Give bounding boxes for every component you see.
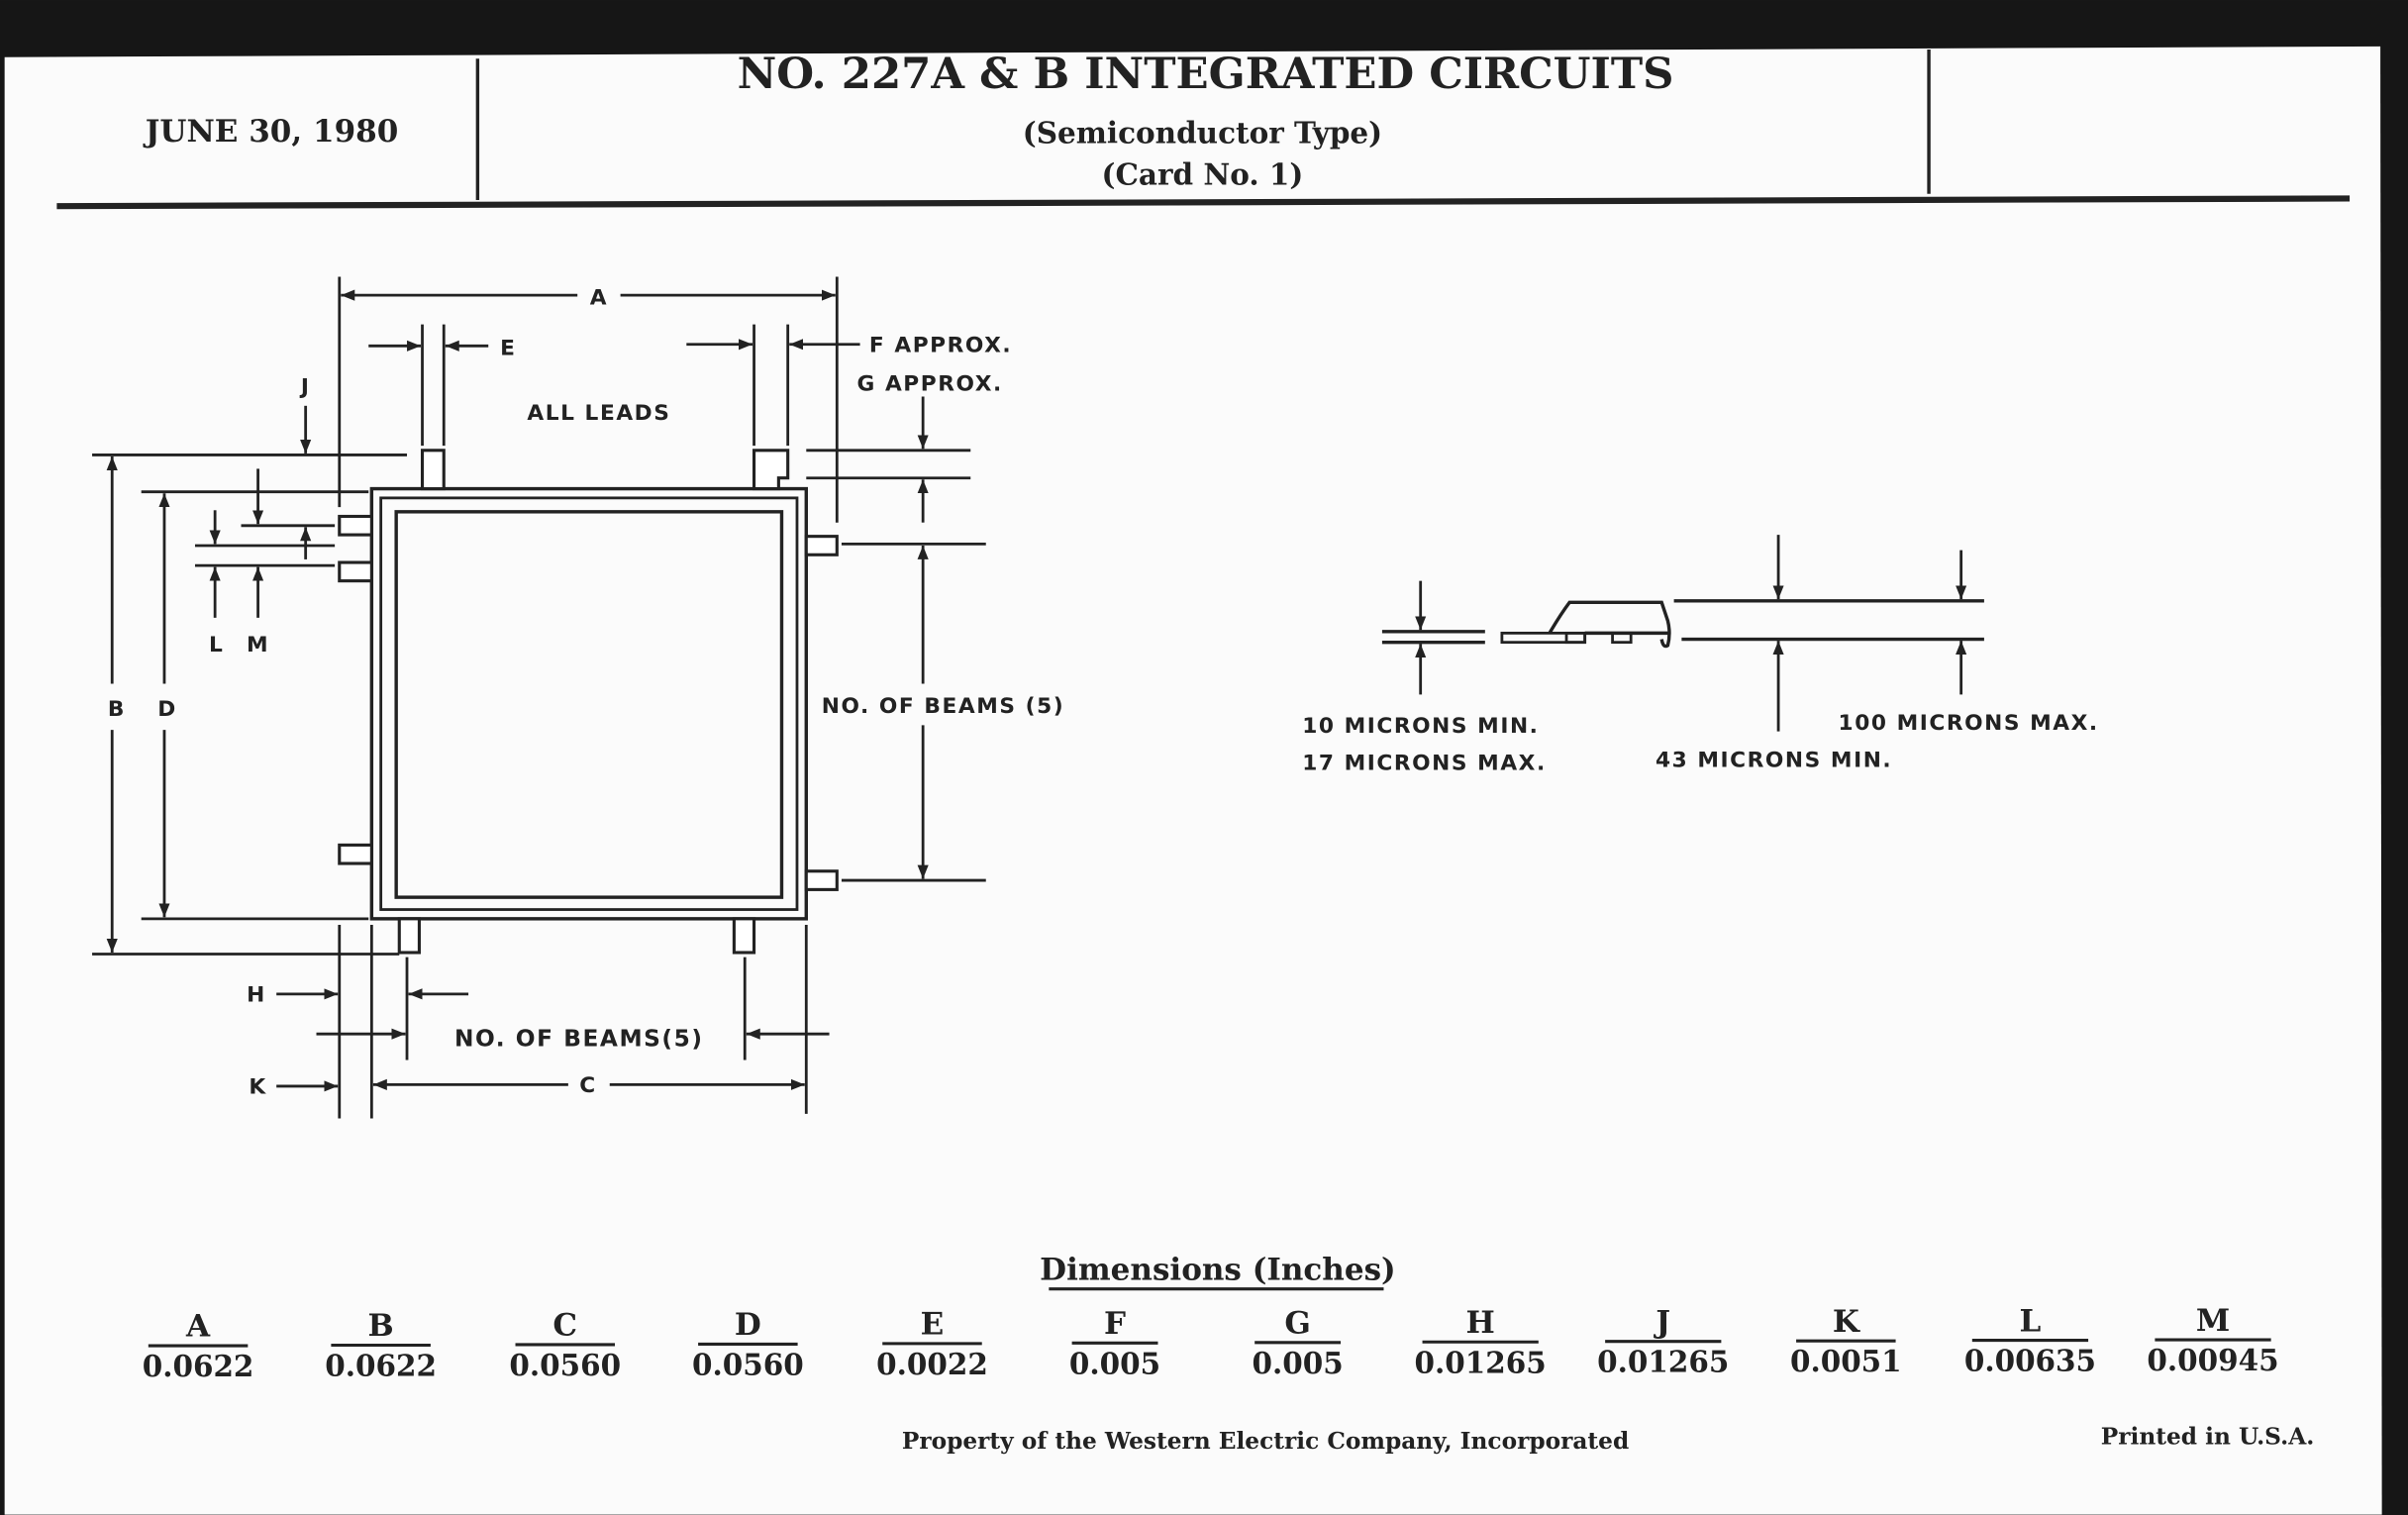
dimension-value: 0.0051 (1790, 1344, 1902, 1378)
header-rule (56, 195, 2351, 210)
dimension-label: M (2196, 1303, 2230, 1339)
date: JUNE 30, 1980 (143, 114, 399, 150)
label-f: F APPROX. (869, 334, 1012, 358)
header: JUNE 30, 1980 NO. 227A & B INTEGRATED CI… (56, 49, 2351, 210)
dimension-label: H (1466, 1305, 1495, 1341)
label-c: C (579, 1073, 596, 1098)
dimensions-title: Dimensions (Inches) (1040, 1252, 1396, 1287)
printed-in-usa: Printed in U.S.A. (2101, 1423, 2315, 1450)
paper (4, 46, 2382, 1515)
label-a: A (590, 285, 608, 310)
dimension-label: J (1653, 1304, 1670, 1340)
label-43-microns-min: 43 MICRONS MIN. (1656, 748, 1892, 772)
subtitle: (Semiconductor Type) (1023, 116, 1382, 151)
dimension-label: D (735, 1307, 761, 1343)
dimension-label: E (921, 1307, 945, 1343)
dimension-label: K (1833, 1304, 1860, 1340)
dimension-value: 0.00945 (2147, 1343, 2278, 1377)
beam-lead (338, 514, 373, 537)
beam-lead (732, 917, 756, 955)
dimension-value: 0.01265 (1597, 1345, 1729, 1379)
label-all-leads: ALL LEADS (527, 401, 670, 426)
dimension-column: F 0.005 (1069, 1306, 1160, 1380)
dimension-column: D 0.0560 (692, 1307, 804, 1381)
label-beams-right: NO. OF BEAMS (5) (822, 694, 1064, 719)
card-number: (Card No. 1) (1102, 156, 1304, 191)
label-k: K (249, 1075, 266, 1100)
dimension-label: C (552, 1308, 577, 1344)
dimension-column: H 0.01265 (1415, 1305, 1547, 1379)
beam-lead (397, 917, 421, 955)
dimension-column: L 0.00635 (1964, 1303, 2096, 1377)
label-e: E (500, 337, 516, 361)
label-m: M (247, 633, 269, 657)
label-17-microns-max: 17 MICRONS MAX. (1302, 751, 1547, 775)
dimension-label: F (1104, 1306, 1126, 1342)
label-l: L (209, 633, 224, 657)
label-b: B (108, 697, 126, 722)
chip-frame (379, 496, 799, 911)
page-title: NO. 227A & B INTEGRATED CIRCUITS (738, 49, 1674, 99)
chip-outline (369, 486, 808, 921)
dimension-column: E 0.0022 (876, 1307, 988, 1381)
dimension-value: 0.0560 (509, 1348, 621, 1382)
beam-lead (420, 449, 446, 491)
dimension-column: C 0.0560 (509, 1308, 621, 1382)
dimension-label: G (1284, 1305, 1311, 1341)
label-100-microns-max: 100 MICRONS MAX. (1839, 711, 2099, 736)
plan-view-drawing: A E ALL LEADS F APPROX. G APPROX. NO. OF… (92, 276, 1064, 1119)
label-beams-bottom: NO. OF BEAMS(5) (454, 1026, 704, 1053)
beam-lead (338, 843, 373, 865)
beam-lead (804, 869, 839, 891)
dimensions-table: Dimensions (Inches) A 0.0622 B 0.0622 C 0.056… (143, 1252, 2279, 1383)
property-notice: Property of the Western Electric Company… (902, 1428, 1629, 1455)
beam-lead (804, 535, 839, 556)
dimension-value: 0.005 (1069, 1346, 1160, 1380)
label-j: J (299, 374, 311, 399)
label-h: H (247, 983, 266, 1008)
dimension-label: A (185, 1309, 211, 1345)
dimension-column: K 0.0051 (1790, 1304, 1902, 1378)
label-10-microns-min: 10 MICRONS MIN. (1302, 714, 1539, 739)
dimension-column: G 0.005 (1252, 1305, 1343, 1379)
dimension-value: 0.0622 (143, 1349, 254, 1383)
dimension-value: 0.0622 (325, 1349, 437, 1383)
dimension-label: B (368, 1308, 394, 1344)
dimension-column: J 0.01265 (1597, 1304, 1729, 1378)
dimension-value: 0.0022 (876, 1347, 988, 1381)
label-d: D (157, 697, 177, 722)
dimension-value: 0.0560 (692, 1347, 804, 1381)
dimension-value: 0.005 (1252, 1346, 1343, 1380)
dimension-value: 0.01265 (1415, 1345, 1547, 1379)
dimension-column: M 0.00945 (2147, 1303, 2278, 1377)
beam-lead (752, 449, 790, 491)
section-view-drawing: 10 MICRONS MIN. 17 MICRONS MAX. 100 MICR… (1302, 535, 2099, 775)
label-g: G APPROX. (856, 371, 1002, 396)
dimension-column: A 0.0622 (143, 1309, 254, 1383)
dimension-label: L (2020, 1303, 2042, 1339)
chip-die (394, 510, 784, 899)
dimension-column: B 0.0622 (325, 1308, 437, 1382)
beam-lead (338, 560, 373, 583)
dimension-value: 0.00635 (1964, 1344, 2096, 1378)
